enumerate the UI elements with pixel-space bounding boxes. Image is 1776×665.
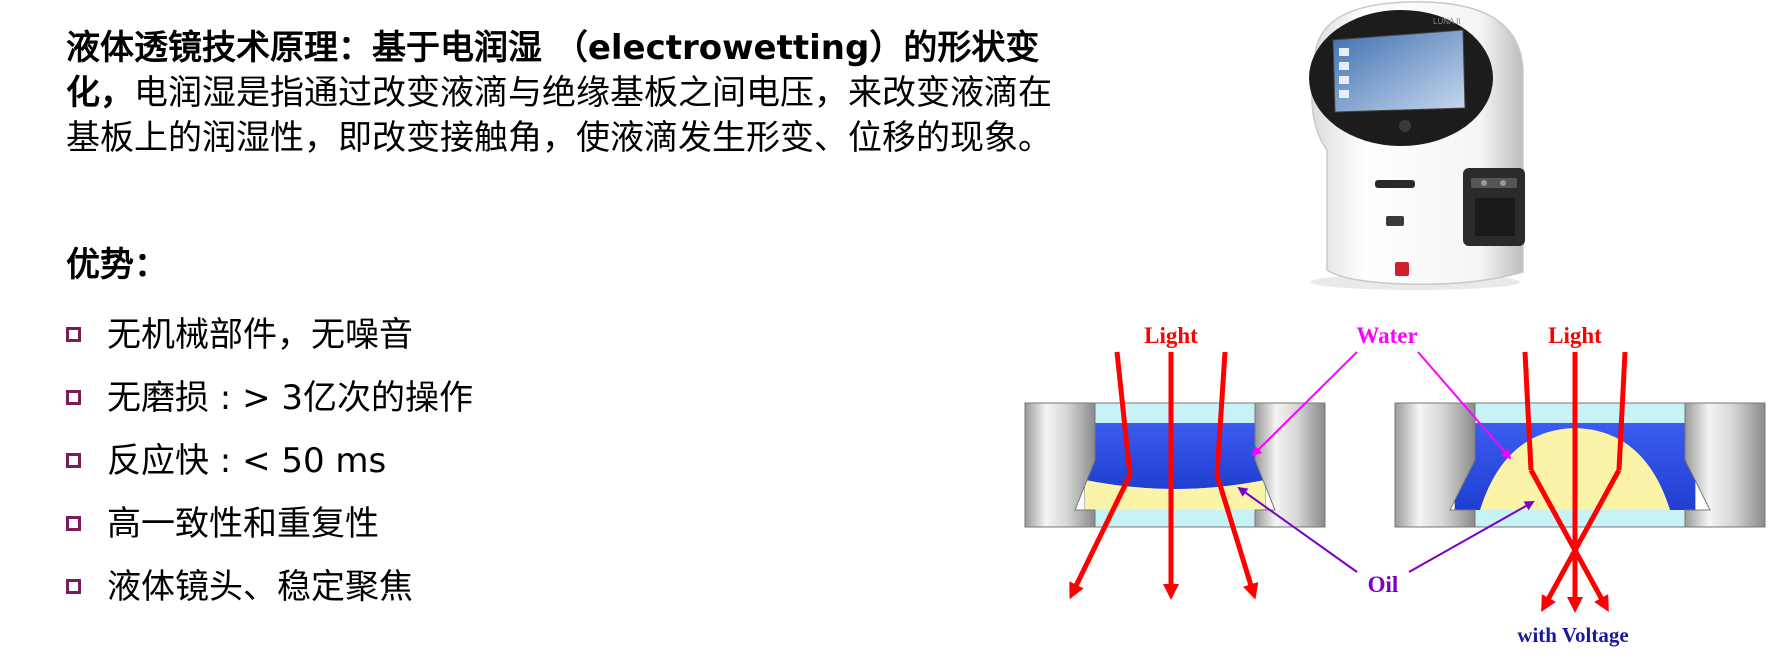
device-image: LUNA II [1309,1,1525,290]
list-item-label: 无磨损 : > 3亿次的操作 [107,378,473,418]
water-label: Water [1356,323,1417,348]
electrowetting-diagram: Light Light with Voltage Water Oil [1024,323,1766,647]
list-item: 高一致性和重复性 [66,489,473,552]
list-item-label: 液体镜头、稳定聚焦 [107,567,413,607]
intro-text: 液体透镜技术原理：基于电润湿 （electrowetting）的形状变化，电润湿… [66,26,1076,161]
light-label-left: Light [1144,323,1198,348]
list-item: 液体镜头、稳定聚焦 [66,552,473,615]
oil-label: Oil [1368,572,1399,597]
lens-left: Light [1024,323,1326,601]
light-label-right: Light [1548,323,1602,348]
intro-body: 电润湿是指通过改变液滴与绝缘基板之间电压，来改变液滴在基板上的润湿性，即改变接触… [66,73,1052,158]
list-item: 无机械部件，无噪音 [66,300,473,363]
checkbox-bullet-icon [66,453,81,468]
list-item-label: 高一致性和重复性 [107,504,379,544]
advantages-list: 无机械部件，无噪音 无磨损 : > 3亿次的操作 反应快 : < 50 ms 高… [66,300,473,615]
lens-right: Light with Voltage [1394,323,1766,647]
list-item-label: 反应快 : < 50 ms [107,441,387,481]
checkbox-bullet-icon [66,579,81,594]
advantages-title: 优势： [66,245,168,285]
voltage-label: with Voltage [1517,623,1628,647]
list-item: 反应快 : < 50 ms [66,426,473,489]
device-brand: LUNA II [1433,17,1461,26]
checkbox-bullet-icon [66,516,81,531]
checkbox-bullet-icon [66,390,81,405]
intro-lead: 液体透镜技术原理：基于电润湿 （electrowetting）的形状变化， [66,28,1040,113]
checkbox-bullet-icon [66,327,81,342]
list-item-label: 无机械部件，无噪音 [107,315,413,355]
list-item: 无磨损 : > 3亿次的操作 [66,363,473,426]
